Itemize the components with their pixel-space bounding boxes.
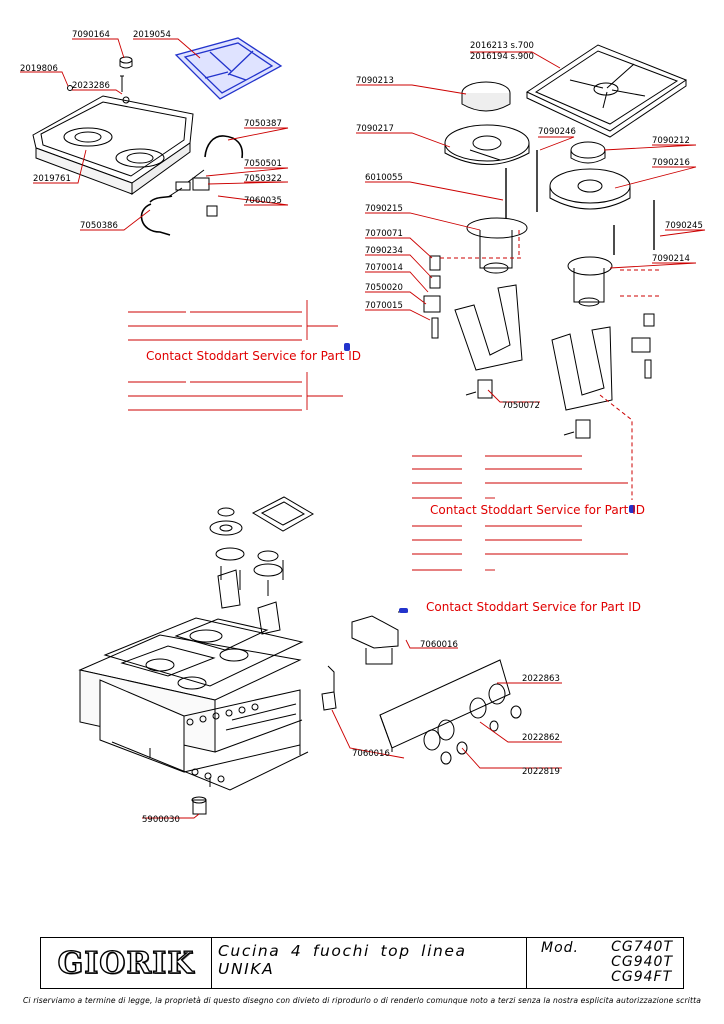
part-label-7090164: 7090164 (72, 30, 110, 40)
part-label-7070015: 7070015 (365, 301, 403, 311)
part-label-7090234: 7090234 (365, 246, 403, 256)
contact-markers (344, 343, 635, 613)
contact-notice-left: Contact Stoddart Service for Part ID (146, 349, 361, 363)
part-label-2022863: 2022863 (522, 674, 560, 684)
part-label-7090246: 7090246 (538, 127, 576, 137)
leader-lines (20, 38, 706, 819)
burner-assembly-drawing (423, 44, 688, 500)
part-label-2023286: 2023286 (72, 81, 110, 91)
part-label-7090214: 7090214 (652, 254, 690, 264)
part-label-7090245: 7090245 (665, 221, 703, 231)
part-label-7090217: 7090217 (356, 124, 394, 134)
part-label-2022862: 2022862 (522, 733, 560, 743)
model-label: Mod. (541, 940, 579, 956)
copyright-notice: Ci riserviamo a termine di legge, la pro… (22, 996, 702, 1005)
part-label-5900030: 5900030 (142, 815, 180, 825)
part-label-2019054: 2019054 (133, 30, 171, 40)
brand-logo-cell: GIORIK (41, 938, 212, 988)
model-list: CG740T CG940T CG94FT (611, 940, 673, 985)
part-label-7050501: 7050501 (244, 159, 282, 169)
part-label-7050020: 7050020 (365, 283, 403, 293)
part-label-7050386: 7050386 (80, 221, 118, 231)
brand-logo: GIORIK (57, 945, 195, 981)
part-label-7090213: 7090213 (356, 76, 394, 86)
part-label-7050322: 7050322 (244, 174, 282, 184)
model-code: CG940T (611, 954, 673, 970)
part-label-6010055: 6010055 (365, 173, 403, 183)
hob-module-drawing (32, 56, 244, 236)
part-label-7070014: 7070014 (365, 263, 403, 273)
blank-table-left (128, 300, 343, 411)
part-label-7070071: 7070071 (365, 229, 403, 239)
part-label-2019806: 2019806 (20, 64, 58, 74)
part-label-7050387: 7050387 (244, 119, 282, 129)
blank-table-right (412, 455, 628, 571)
part-label-2016213: 2016213 s.700 (470, 41, 534, 51)
model-code: CG94FT (611, 969, 673, 985)
contact-notices: Contact Stoddart Service for Part ID Con… (146, 349, 645, 614)
contact-notice-right: Contact Stoddart Service for Part ID (430, 503, 645, 517)
part-label-7060016-lower: 7060016 (352, 749, 390, 759)
part-label-2019761: 2019761 (33, 174, 71, 184)
model-code: CG740T (611, 939, 673, 955)
part-label-7050072: 7050072 (502, 401, 540, 411)
drawing-description: Cucina 4 fuochi top linea UNIKA (212, 938, 527, 988)
part-label-7060035: 7060035 (244, 196, 282, 206)
part-label-7090212: 7090212 (652, 136, 690, 146)
part-labels: 7090164 2019054 2019806 2023286 2019761 … (20, 30, 703, 825)
part-label-7090215: 7090215 (365, 204, 403, 214)
pan-support-highlight (174, 37, 283, 100)
part-label-7060016-upper: 7060016 (420, 640, 458, 650)
title-block: GIORIK Cucina 4 fuochi top linea UNIKA M… (40, 937, 684, 989)
contact-notice-valve: Contact Stoddart Service for Part ID (426, 600, 641, 614)
part-label-2016194: 2016194 s.900 (470, 52, 534, 62)
cooker-drawing (78, 496, 522, 815)
part-label-2022819: 2022819 (522, 767, 560, 777)
part-label-7090216: 7090216 (652, 158, 690, 168)
model-cell: Mod. CG740T CG940T CG94FT (527, 938, 683, 988)
